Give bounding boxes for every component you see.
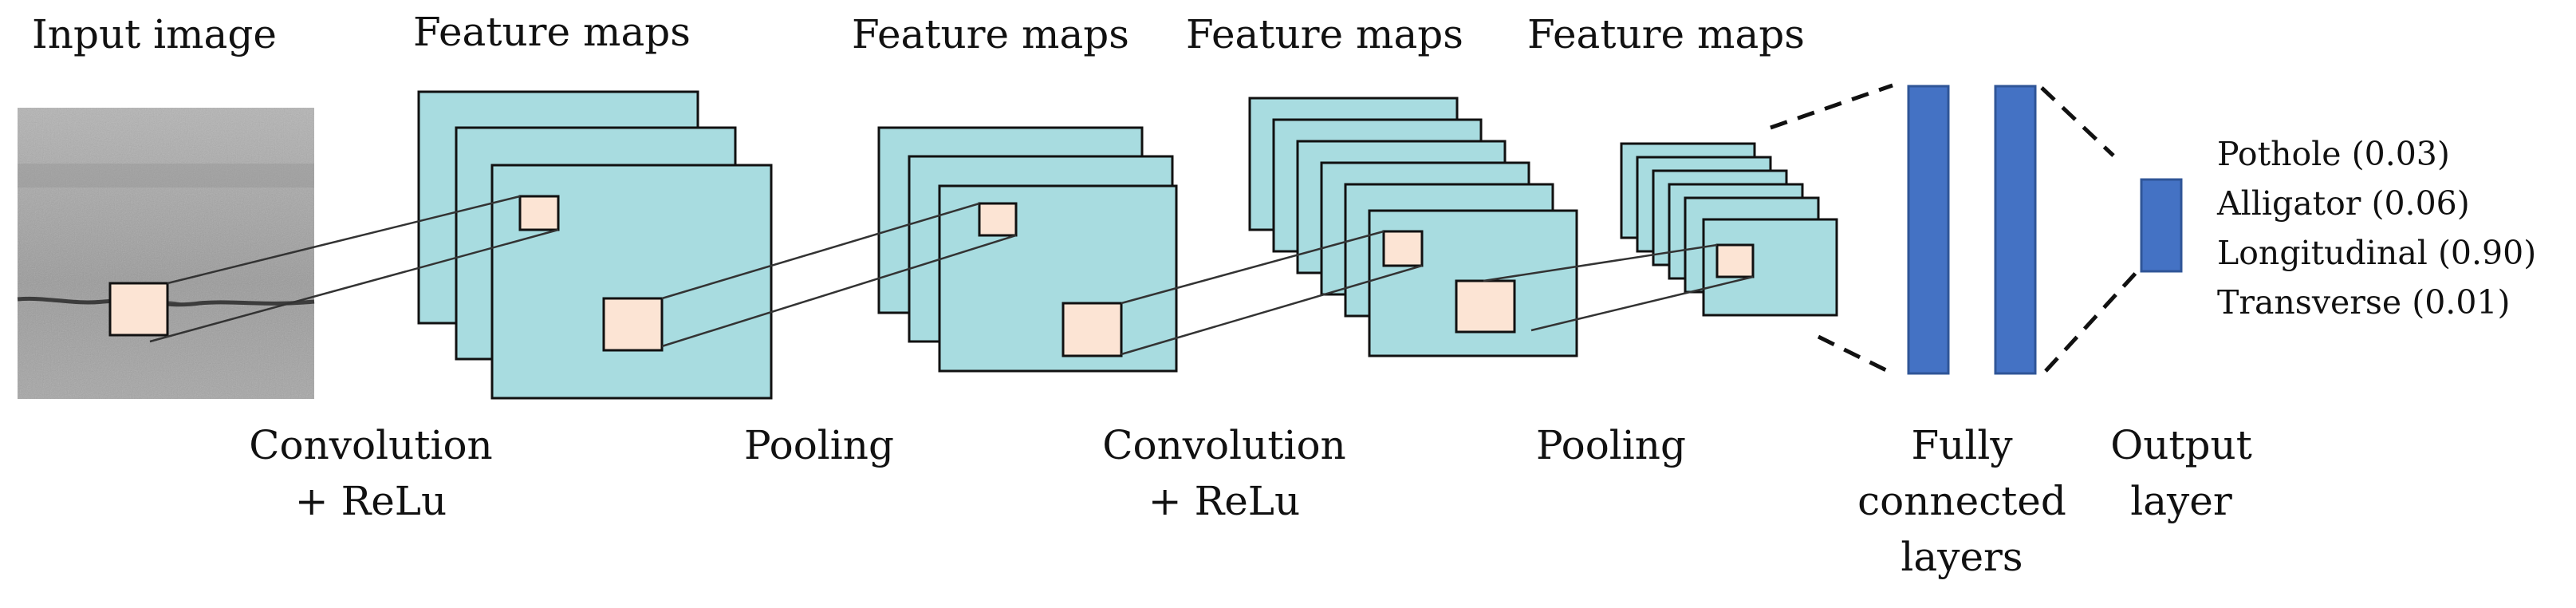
dense-layer-1 xyxy=(1907,85,1950,375)
class-name: Transverse xyxy=(2217,283,2402,322)
fully-connected-layers xyxy=(1770,83,2139,376)
stage-label-line: layer xyxy=(2130,478,2232,524)
class-probability: (0.90) xyxy=(2437,234,2537,272)
class-item-transverse: Transverse (0.01) xyxy=(2217,278,2536,327)
fc-dashed-line xyxy=(1817,334,1894,376)
class-item-pothole: Pothole (0.03) xyxy=(2217,129,2536,179)
stage-fully-connected: Fully connected layers xyxy=(1834,417,2090,585)
kernel-box xyxy=(602,297,664,352)
feature-maps-block-2 xyxy=(877,126,1178,373)
stage-pooling-2: Pooling xyxy=(1535,422,1686,468)
stage-label-line: connected xyxy=(1857,478,2066,524)
class-name: Alligator xyxy=(2217,184,2361,223)
header-feature-maps-4: Feature maps xyxy=(1527,11,1805,57)
stage-label-line: + ReLu xyxy=(294,478,447,524)
class-name: Longitudinal xyxy=(2217,234,2428,272)
header-feature-maps-3: Feature maps xyxy=(1186,11,1463,57)
stage-label-line: Output xyxy=(2110,422,2252,468)
class-probability: (0.01) xyxy=(2412,283,2511,322)
class-probability-list: Pothole (0.03) Alligator (0.06) Longitud… xyxy=(2217,129,2536,327)
dense-layer-2 xyxy=(1994,85,2037,375)
class-item-alligator: Alligator (0.06) xyxy=(2217,179,2536,228)
class-probability: (0.03) xyxy=(2351,135,2450,173)
feature-maps-block-3 xyxy=(1248,97,1578,357)
stage-convolution-2: Convolution + ReLu xyxy=(1081,417,1368,529)
stage-label-line: layers xyxy=(1900,534,2023,580)
input-kernel-box xyxy=(108,282,169,337)
output-layer-box xyxy=(2140,178,2183,273)
stage-output-layer: Output layer xyxy=(2090,417,2273,529)
feature-maps-block-4 xyxy=(1620,142,1838,317)
kernel-box xyxy=(1382,230,1424,267)
feature-map xyxy=(938,184,1178,373)
class-name: Pothole xyxy=(2217,135,2342,173)
fc-dashed-line xyxy=(2044,270,2139,373)
kernel-box xyxy=(1455,279,1516,334)
feature-maps-block-1 xyxy=(417,90,773,400)
stage-label-line: Convolution xyxy=(249,422,493,468)
input-image xyxy=(17,108,315,399)
stage-label-line: Convolution xyxy=(1102,422,1346,468)
class-probability: (0.06) xyxy=(2371,184,2470,223)
kernel-box xyxy=(1062,302,1123,357)
kernel-box xyxy=(518,195,560,231)
stage-pooling-1: Pooling xyxy=(743,422,894,468)
fc-dashed-line xyxy=(2040,86,2115,157)
kernel-connection-lines xyxy=(149,195,1754,356)
header-input-image: Input image xyxy=(32,11,277,57)
header-feature-maps-1: Feature maps xyxy=(413,9,691,55)
kernel-box xyxy=(978,202,1018,237)
stage-label-line: Fully xyxy=(1911,422,2013,468)
stage-label-line: + ReLu xyxy=(1148,478,1301,524)
class-item-longitudinal: Longitudinal (0.90) xyxy=(2217,228,2536,278)
kernel-box xyxy=(1715,243,1755,278)
stage-convolution-1: Convolution + ReLu xyxy=(227,417,514,529)
fc-dashed-line xyxy=(1770,83,1893,130)
header-feature-maps-2: Feature maps xyxy=(852,11,1129,57)
